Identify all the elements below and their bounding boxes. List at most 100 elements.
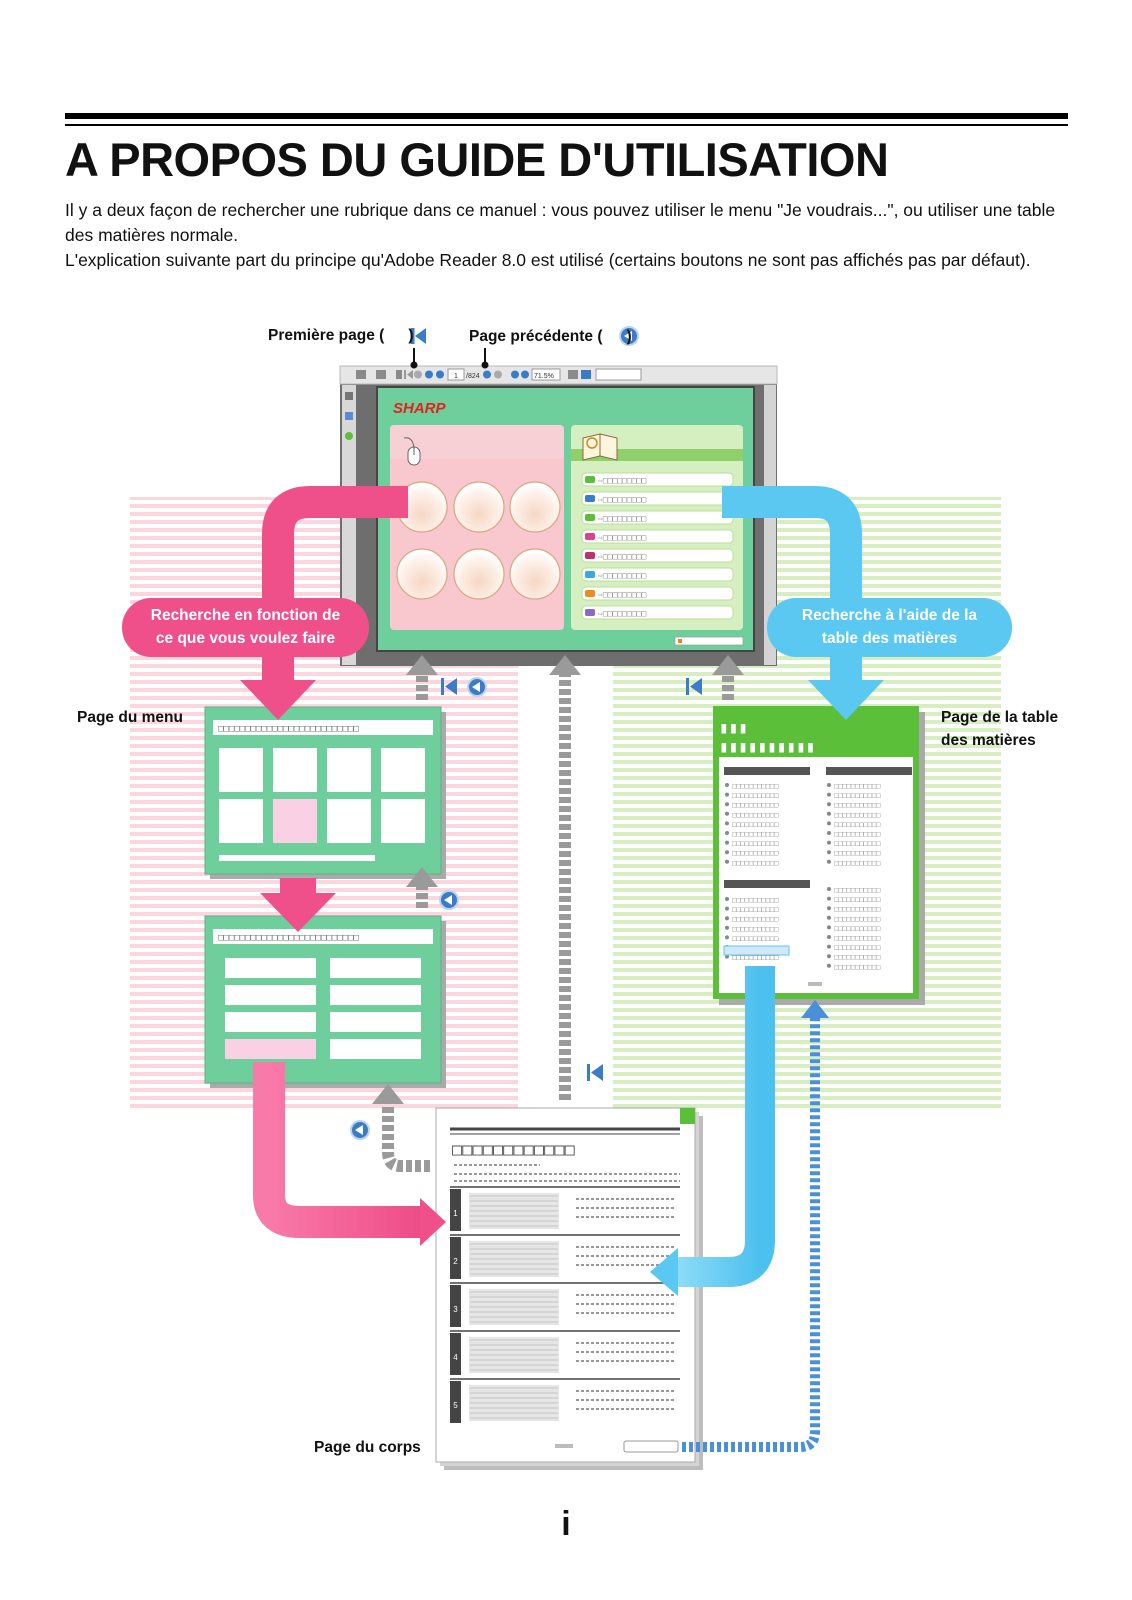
svg-text:⇨□□□□□□□□□: ⇨□□□□□□□□□ bbox=[598, 476, 646, 485]
chapter-tab-label: 4 bbox=[453, 1353, 458, 1362]
svg-text:□□□□□□□□□□□: □□□□□□□□□□□ bbox=[732, 782, 778, 790]
menu-page-2: □□□□□□□□□□□□□□□□□□□□□□□□□□ bbox=[204, 915, 446, 1088]
svg-text:□□□□□□□□□□□: □□□□□□□□□□□ bbox=[732, 925, 778, 933]
first-page-mini-icon bbox=[404, 370, 413, 379]
search-by-toc-line-2: table des matières bbox=[821, 630, 958, 647]
svg-text:□□□□□□□□□□□: □□□□□□□□□□□ bbox=[834, 953, 880, 961]
search-by-task-pill bbox=[122, 598, 369, 657]
svg-text:□□□□□□□□□□□: □□□□□□□□□□□ bbox=[732, 811, 778, 819]
blue-arrows bbox=[650, 486, 884, 1296]
chapter-tab-label: 1 bbox=[453, 1209, 458, 1218]
svg-text:▮▮▮▮▮▮▮▮▮▮: ▮▮▮▮▮▮▮▮▮▮ bbox=[719, 737, 815, 756]
svg-text:□□□□□□□□□□□: □□□□□□□□□□□ bbox=[732, 792, 778, 800]
reader-page-total: /824 bbox=[466, 373, 480, 380]
svg-text:□□□□□□□□□□□: □□□□□□□□□□□ bbox=[834, 924, 880, 932]
body-page: □□□□□□□□□□□□ 1 2 3 4 5 bbox=[435, 1107, 703, 1470]
svg-text:□□□□□□□□□□□: □□□□□□□□□□□ bbox=[834, 792, 880, 800]
svg-text:□□□□□□□□□□□: □□□□□□□□□□□ bbox=[834, 963, 880, 971]
search-by-toc-pill bbox=[767, 598, 1012, 657]
page-title: A PROPOS DU GUIDE D'UTILISATION bbox=[65, 133, 889, 186]
svg-text:□□□□□□□□□□□: □□□□□□□□□□□ bbox=[834, 905, 880, 913]
svg-text:⇨□□□□□□□□□: ⇨□□□□□□□□□ bbox=[598, 495, 646, 504]
reader-zoom: 71.5% bbox=[534, 373, 554, 380]
svg-text:□□□□□□□□□□□: □□□□□□□□□□□ bbox=[732, 954, 778, 962]
body-page-label: Page du corps bbox=[314, 1439, 421, 1456]
svg-text:□□□□□□□□□□□: □□□□□□□□□□□ bbox=[732, 840, 778, 848]
svg-text:□□□□□□□□□□□□□□□□□□□□□□□□□□: □□□□□□□□□□□□□□□□□□□□□□□□□□ bbox=[218, 724, 359, 734]
svg-text:□□□□□□□□□□□: □□□□□□□□□□□ bbox=[834, 782, 880, 790]
svg-text:□□□□□□□□□□□□□□□□□□□□□□□□□□: □□□□□□□□□□□□□□□□□□□□□□□□□□ bbox=[218, 933, 359, 943]
svg-text:⇨□□□□□□□□□: ⇨□□□□□□□□□ bbox=[598, 514, 646, 523]
svg-text:⇨□□□□□□□□□: ⇨□□□□□□□□□ bbox=[598, 609, 646, 618]
prev-page-label: Page précédente () bbox=[469, 328, 632, 345]
search-by-task-line-1: Recherche en fonction de bbox=[150, 607, 341, 624]
svg-text:□□□□□□□□□□□: □□□□□□□□□□□ bbox=[834, 896, 880, 904]
svg-text:□□□□□□□□□□□: □□□□□□□□□□□ bbox=[732, 915, 778, 923]
svg-text:□□□□□□□□□□□: □□□□□□□□□□□ bbox=[732, 934, 778, 942]
toc-page-label-line-2: des matières bbox=[941, 732, 1036, 749]
first-page-icon bbox=[441, 678, 457, 695]
prev-page-mini-icon bbox=[414, 370, 422, 379]
first-page-label: Première page () bbox=[268, 327, 414, 344]
svg-text:□□□□□□□□□□□: □□□□□□□□□□□ bbox=[834, 801, 880, 809]
svg-text:□□□□□□□□□□□: □□□□□□□□□□□ bbox=[834, 915, 880, 923]
mouse-icon bbox=[403, 437, 421, 466]
sharp-logo: SHARP bbox=[393, 400, 447, 417]
search-by-task-line-2: ce que vous voulez faire bbox=[155, 630, 336, 647]
search-by-toc-line-1: Recherche à l'aide de la bbox=[801, 607, 978, 624]
chapter-tab-label: 2 bbox=[453, 1257, 458, 1266]
svg-text:▮▮▮: ▮▮▮ bbox=[719, 718, 748, 737]
pink-arrows bbox=[240, 486, 446, 1246]
svg-text:□□□□□□□□□□□: □□□□□□□□□□□ bbox=[834, 944, 880, 952]
menu-circles bbox=[396, 481, 561, 600]
first-page-icon bbox=[686, 678, 702, 695]
toc-page-label-line-1: Page de la table bbox=[941, 709, 1059, 726]
svg-text:□□□□□□□□□□□: □□□□□□□□□□□ bbox=[732, 906, 778, 914]
svg-text:□□□□□□□□□□□: □□□□□□□□□□□ bbox=[732, 801, 778, 809]
svg-text:□□□□□□□□□□□□: □□□□□□□□□□□□ bbox=[452, 1140, 576, 1160]
reader-page-field: 1 bbox=[454, 373, 458, 380]
svg-text:□□□□□□□□□□□: □□□□□□□□□□□ bbox=[834, 886, 880, 894]
svg-text:□□□□□□□□□□□: □□□□□□□□□□□ bbox=[834, 840, 880, 848]
svg-text:□□□□□□□□□□□: □□□□□□□□□□□ bbox=[834, 820, 880, 828]
svg-text:⇨□□□□□□□□□: ⇨□□□□□□□□□ bbox=[598, 533, 646, 542]
chapter-tab-label: 3 bbox=[453, 1305, 458, 1314]
prev-page-icon bbox=[350, 1120, 370, 1140]
first-page-icon bbox=[411, 328, 426, 344]
svg-text:□□□□□□□□□□□: □□□□□□□□□□□ bbox=[732, 896, 778, 904]
svg-text:⇨□□□□□□□□□: ⇨□□□□□□□□□ bbox=[598, 590, 646, 599]
search-by-task-text: Recherche en fonction de ce que vous vou… bbox=[122, 604, 369, 650]
svg-text:□□□□□□□□□□□: □□□□□□□□□□□ bbox=[834, 830, 880, 838]
reader-window: 1 /824 71.5% SHARP bbox=[339, 365, 778, 666]
svg-text:□□□□□□□□□□□: □□□□□□□□□□□ bbox=[732, 820, 778, 828]
intro-paragraph-1: Il y a deux façon de rechercher une rubr… bbox=[65, 200, 1056, 245]
title-rule-thick bbox=[65, 113, 1068, 119]
svg-text:□□□□□□□□□□□: □□□□□□□□□□□ bbox=[732, 849, 778, 857]
menu-page-label: Page du menu bbox=[77, 709, 183, 726]
prev-page-icon bbox=[619, 326, 639, 346]
first-page-icon bbox=[587, 1064, 603, 1081]
svg-text:□□□□□□□□□□□: □□□□□□□□□□□ bbox=[732, 859, 778, 867]
svg-text:□□□□□□□□□□□: □□□□□□□□□□□ bbox=[732, 830, 778, 838]
svg-text:⇨□□□□□□□□□: ⇨□□□□□□□□□ bbox=[598, 552, 646, 561]
intro-text: Il y a deux façon de rechercher une rubr… bbox=[65, 198, 1065, 273]
svg-text:⇨□□□□□□□□□: ⇨□□□□□□□□□ bbox=[598, 571, 646, 580]
svg-text:□□□□□□□□□□□: □□□□□□□□□□□ bbox=[834, 849, 880, 857]
prev-page-icon bbox=[439, 890, 459, 910]
chapter-tab-label: 5 bbox=[453, 1401, 458, 1410]
book-icon bbox=[582, 433, 618, 461]
toc-page: ▮▮▮ ▮▮▮▮▮▮▮▮▮▮ □□□□□□□□□□□□□□□□□□□□□□□□□… bbox=[713, 706, 925, 1005]
dotted-blue-arrow bbox=[682, 1000, 829, 1452]
intro-paragraph-2: L'explication suivante part du principe … bbox=[65, 250, 1031, 270]
svg-text:□□□□□□□□□□□: □□□□□□□□□□□ bbox=[834, 859, 880, 867]
page-number: i bbox=[561, 1505, 571, 1543]
toc-page-label: Page de la table des matières bbox=[941, 706, 1081, 752]
prev-page-icon bbox=[467, 677, 487, 697]
svg-text:□□□□□□□□□□□: □□□□□□□□□□□ bbox=[834, 811, 880, 819]
grey-arrows bbox=[372, 655, 744, 1172]
search-by-toc-text: Recherche à l'aide de la table des matiè… bbox=[767, 604, 1012, 650]
title-rule-thin bbox=[65, 124, 1068, 126]
menu-page-1: □□□□□□□□□□□□□□□□□□□□□□□□□□ bbox=[204, 706, 446, 879]
svg-text:□□□□□□□□□□□: □□□□□□□□□□□ bbox=[834, 934, 880, 942]
